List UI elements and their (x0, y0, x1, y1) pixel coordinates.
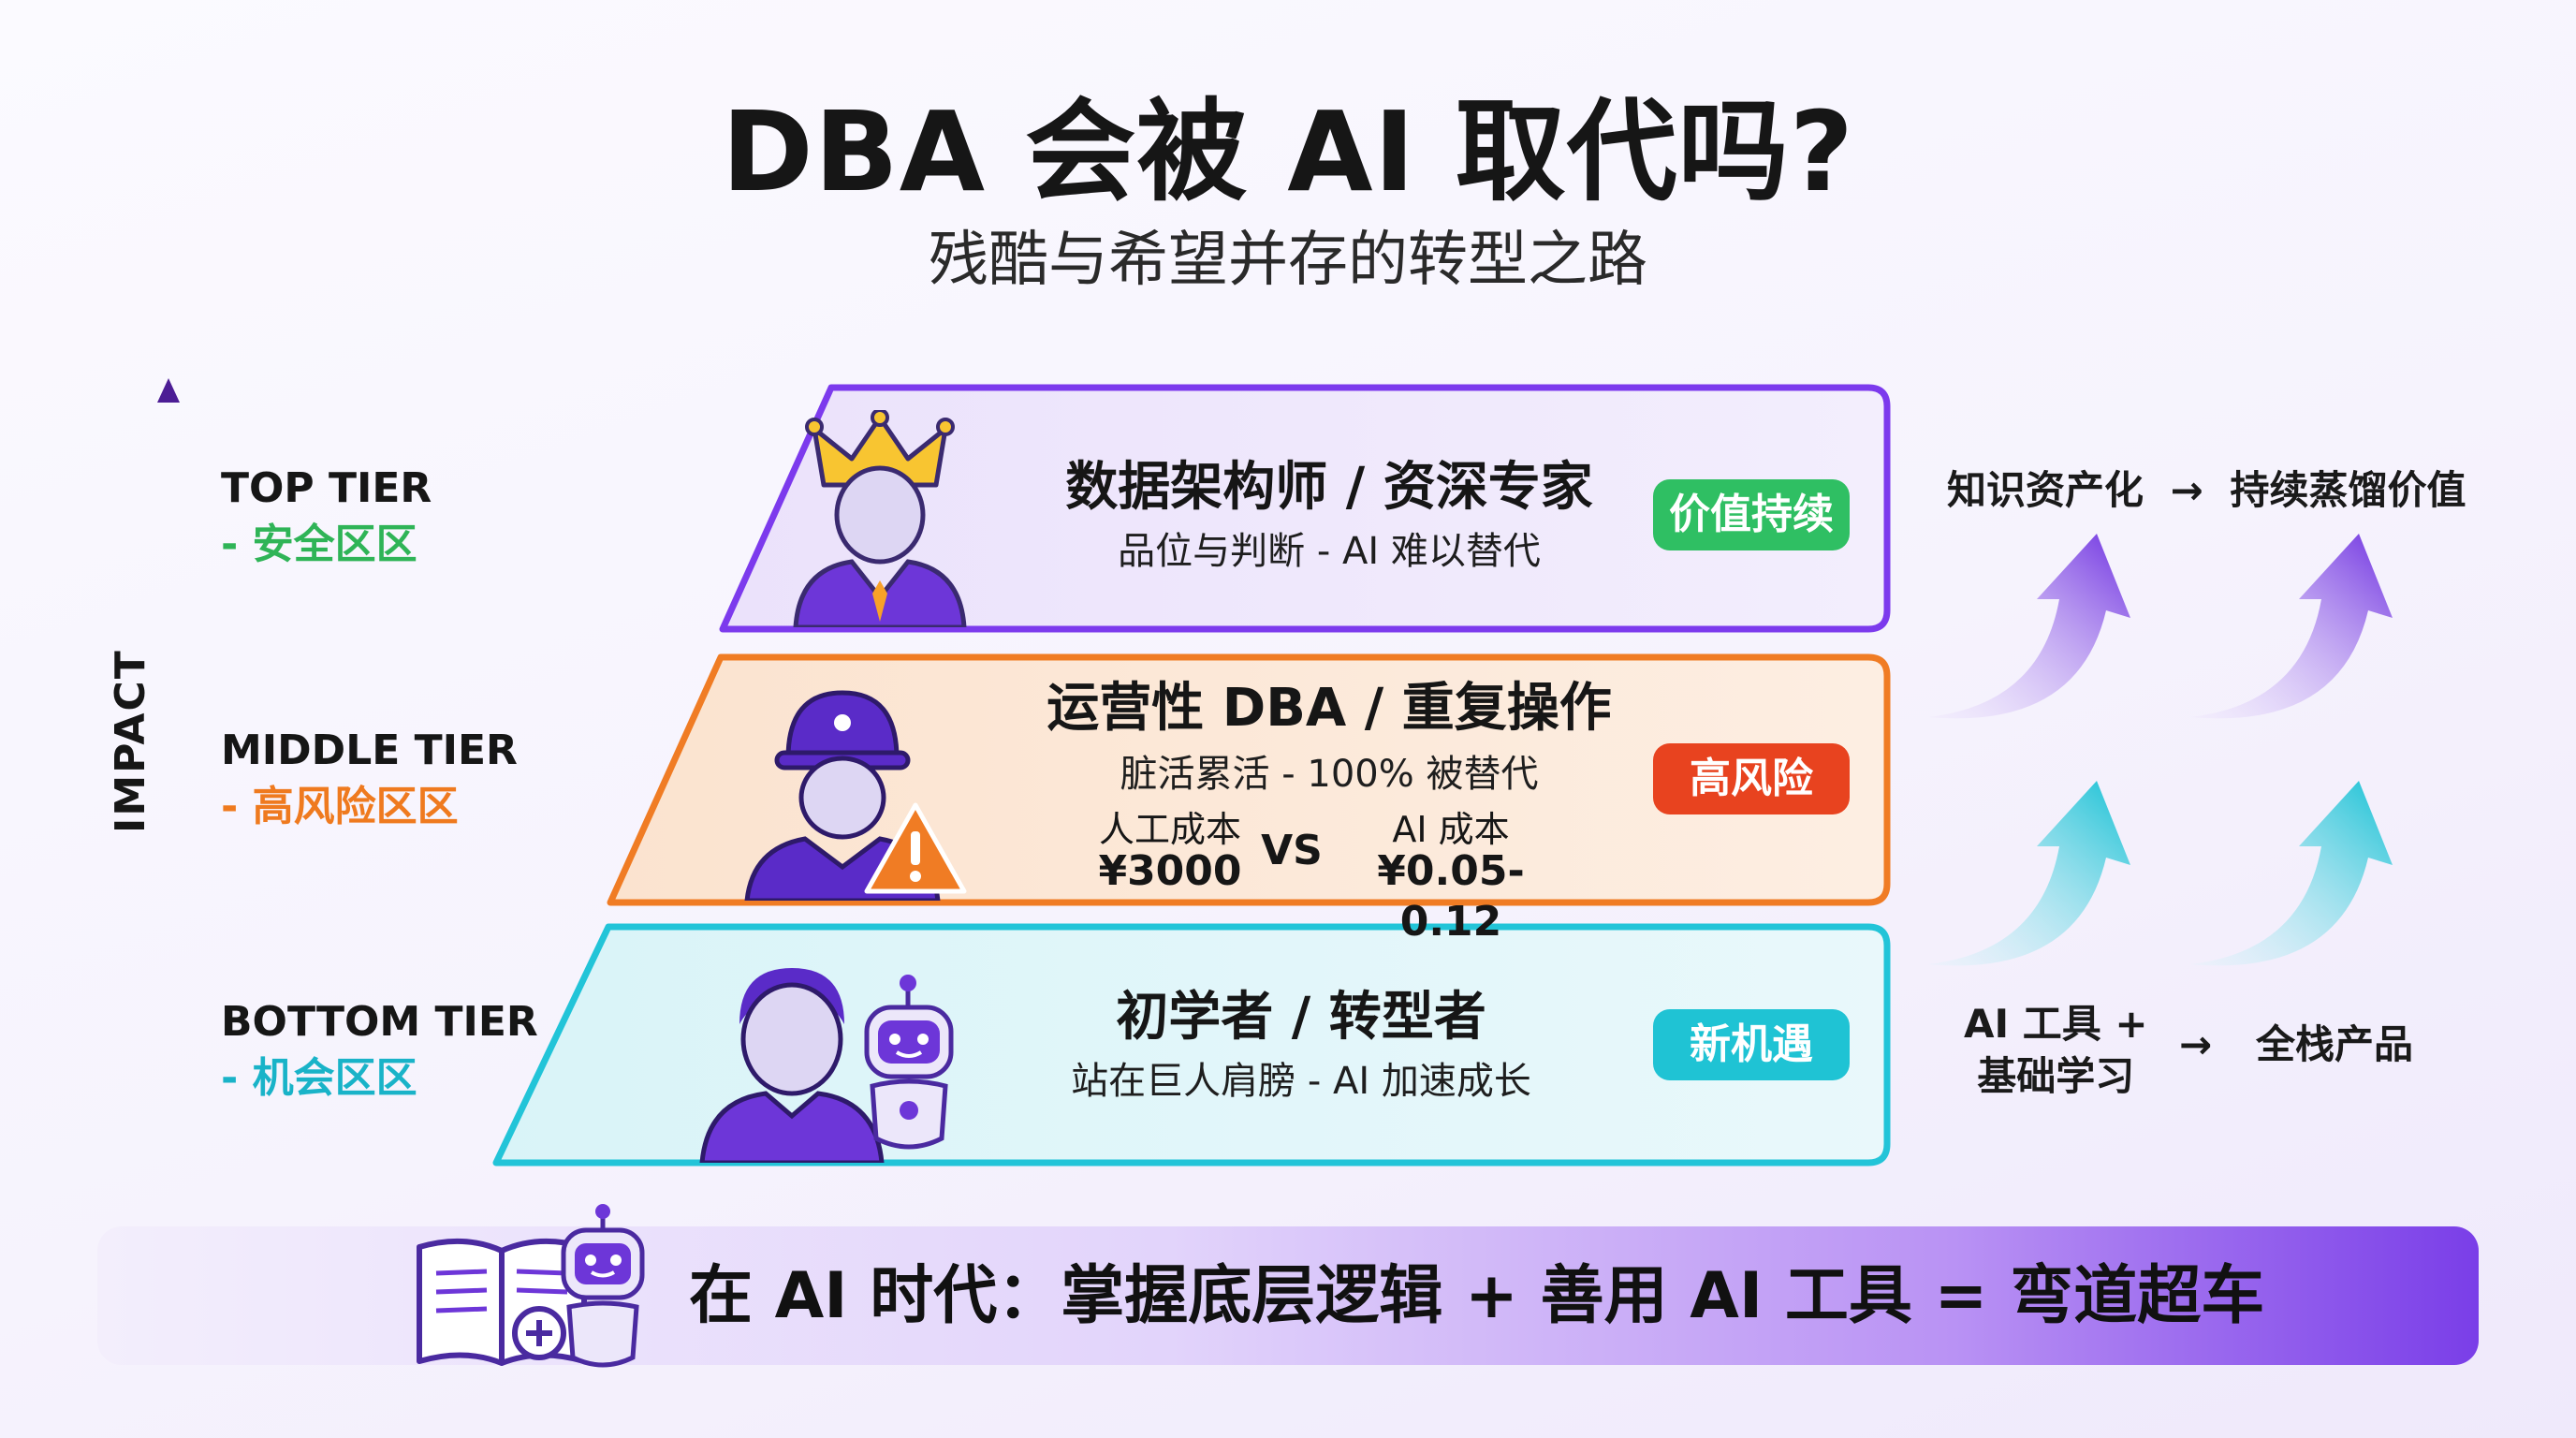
human-cost-value: ¥3000 (1098, 847, 1242, 895)
middle-card-desc: 脏活累活 - 100% 被替代 (1120, 753, 1539, 796)
fullstack-path-from-line1: AI 工具 + (1964, 1001, 2148, 1047)
axis-arrow-icon (157, 378, 180, 403)
badge-high-risk: 高风险 (1653, 743, 1850, 814)
tier-label-middle-name: MIDDLE TIER (221, 726, 518, 774)
bottom-card-desc: 站在巨人肩膀 - AI 加速成长 (1071, 1060, 1531, 1103)
arrow-right-icon: → (2170, 467, 2203, 513)
page-title: DBA 会被 AI 取代吗? (721, 87, 1855, 216)
tier-label-bottom-zone: - 机会区区 (221, 1054, 417, 1102)
knowledge-path: 知识资产化 → 持续蒸馏价值 (1947, 464, 2466, 517)
badge-new-opportunity: 新机遇 (1653, 1009, 1850, 1080)
architect-figure (793, 410, 967, 627)
bottom-card-title: 初学者 / 转型者 (1116, 987, 1486, 1048)
warning-icon (864, 802, 967, 894)
knowledge-path-to: 持续蒸馏价值 (2230, 467, 2466, 513)
tier-label-top: TOP TIER - 安全区区 (221, 461, 432, 573)
arrow-right-icon: → (2179, 1021, 2213, 1067)
middle-card-title: 运营性 DBA / 重复操作 (1046, 678, 1612, 739)
top-card-title: 数据架构师 / 资深专家 (1065, 457, 1593, 518)
arrow-up-icon (1928, 534, 2130, 719)
learner-figure (699, 968, 954, 1163)
top-card-desc: 品位与判断 - AI 难以替代 (1118, 530, 1541, 573)
tier-label-top-name: TOP TIER (221, 464, 432, 512)
tier-label-middle-zone: - 高风险区区 (221, 783, 459, 830)
plus-icon (512, 1306, 566, 1360)
tier-label-middle: MIDDLE TIER - 高风险区区 (221, 723, 518, 835)
page-subtitle: 残酷与希望并存的转型之路 (929, 226, 1647, 295)
robot-icon (561, 1204, 645, 1368)
tier-label-bottom-name: BOTTOM TIER (221, 998, 538, 1046)
ai-cost-label: AI 成本 (1392, 809, 1510, 850)
conclusion-text: 在 AI 时代：掌握底层逻辑 + 善用 AI 工具 = 弯道超车 (689, 1259, 2265, 1333)
tier-card-top (719, 384, 1891, 633)
banner-illustration (417, 1204, 645, 1368)
tier-label-bottom: BOTTOM TIER - 机会区区 (221, 994, 538, 1107)
arrow-up-icon (1928, 781, 2130, 966)
fullstack-path-from-line2: 基础学习 (1977, 1053, 2135, 1099)
fullstack-path-from: AI 工具 + 基础学习 (1964, 998, 2148, 1103)
robot-icon (864, 975, 954, 1150)
crown-icon (805, 410, 955, 488)
arrow-up-icon (2190, 781, 2393, 966)
arrow-up-icon (2190, 534, 2393, 719)
fullstack-path-to: 全栈产品 (2256, 1021, 2414, 1067)
tier-label-top-zone: - 安全区区 (221, 521, 417, 568)
operator-figure (744, 690, 967, 901)
badge-value-sustained: 价值持续 (1653, 479, 1850, 550)
ai-cost-value: ¥0.05-0.12 (1377, 847, 1525, 946)
knowledge-path-from: 知识资产化 (1947, 467, 2144, 513)
human-cost-label: 人工成本 (1098, 809, 1241, 850)
growth-arrows (1928, 534, 2393, 966)
person-icon (793, 465, 967, 627)
impact-axis (157, 378, 180, 1167)
learner-icon (699, 968, 885, 1163)
versus-label: VS (1261, 827, 1323, 874)
